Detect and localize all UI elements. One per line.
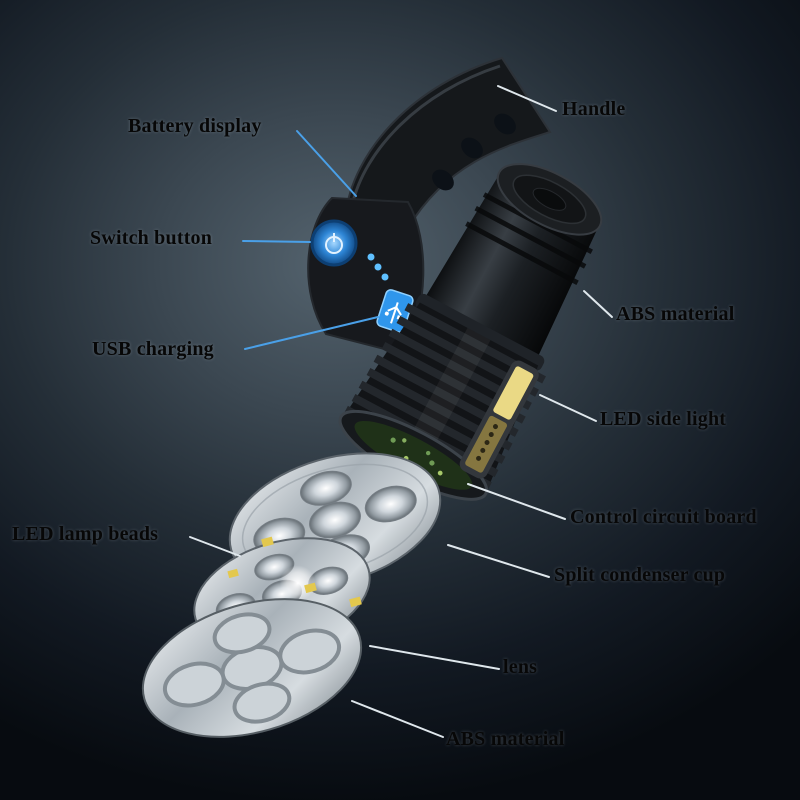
lens-part bbox=[141, 598, 363, 738]
label-abs-material-right: ABS material bbox=[616, 303, 735, 325]
leader-line-switch-button bbox=[242, 240, 311, 243]
led-chip-icon bbox=[227, 536, 362, 608]
battery-indicator-part bbox=[367, 253, 389, 281]
leader-line-control-circuit-board bbox=[467, 483, 566, 520]
leader-line-abs-material-right bbox=[583, 290, 613, 318]
label-switch-button: Switch button bbox=[90, 227, 213, 249]
handle-part bbox=[343, 56, 552, 230]
leader-line-lens bbox=[369, 645, 500, 670]
label-handle: Handle bbox=[562, 98, 626, 120]
label-control-circuit-board: Control circuit board bbox=[570, 506, 757, 528]
label-abs-material-bottom: ABS material bbox=[446, 728, 565, 750]
label-usb-charging: USB charging bbox=[92, 338, 214, 360]
label-battery-display: Battery display bbox=[128, 115, 262, 137]
circuit-board-part bbox=[354, 420, 473, 490]
leader-line-led-side-light bbox=[539, 394, 597, 422]
label-led-lamp-beads: LED lamp beads bbox=[12, 523, 159, 545]
flashlight-illustration bbox=[141, 56, 603, 738]
flashlight-head-part bbox=[342, 302, 546, 494]
switch-button-part bbox=[310, 219, 358, 267]
leader-line-handle bbox=[497, 85, 557, 112]
tail-cap-part bbox=[496, 163, 603, 236]
flashlight-body-group bbox=[338, 163, 603, 502]
leader-lines bbox=[189, 85, 613, 738]
led-side-light-part bbox=[459, 360, 539, 479]
label-split-condenser-cup: Split condenser cup bbox=[554, 564, 726, 586]
leader-line-abs-material-bottom bbox=[351, 700, 444, 738]
label-lens: lens bbox=[503, 656, 538, 678]
leader-line-led-lamp-beads bbox=[189, 536, 241, 557]
leader-line-usb-charging bbox=[244, 316, 379, 350]
leader-line-split-condenser-cup bbox=[447, 544, 550, 578]
leader-line-battery-display bbox=[296, 130, 357, 197]
label-led-side-light: LED side light bbox=[600, 408, 727, 430]
